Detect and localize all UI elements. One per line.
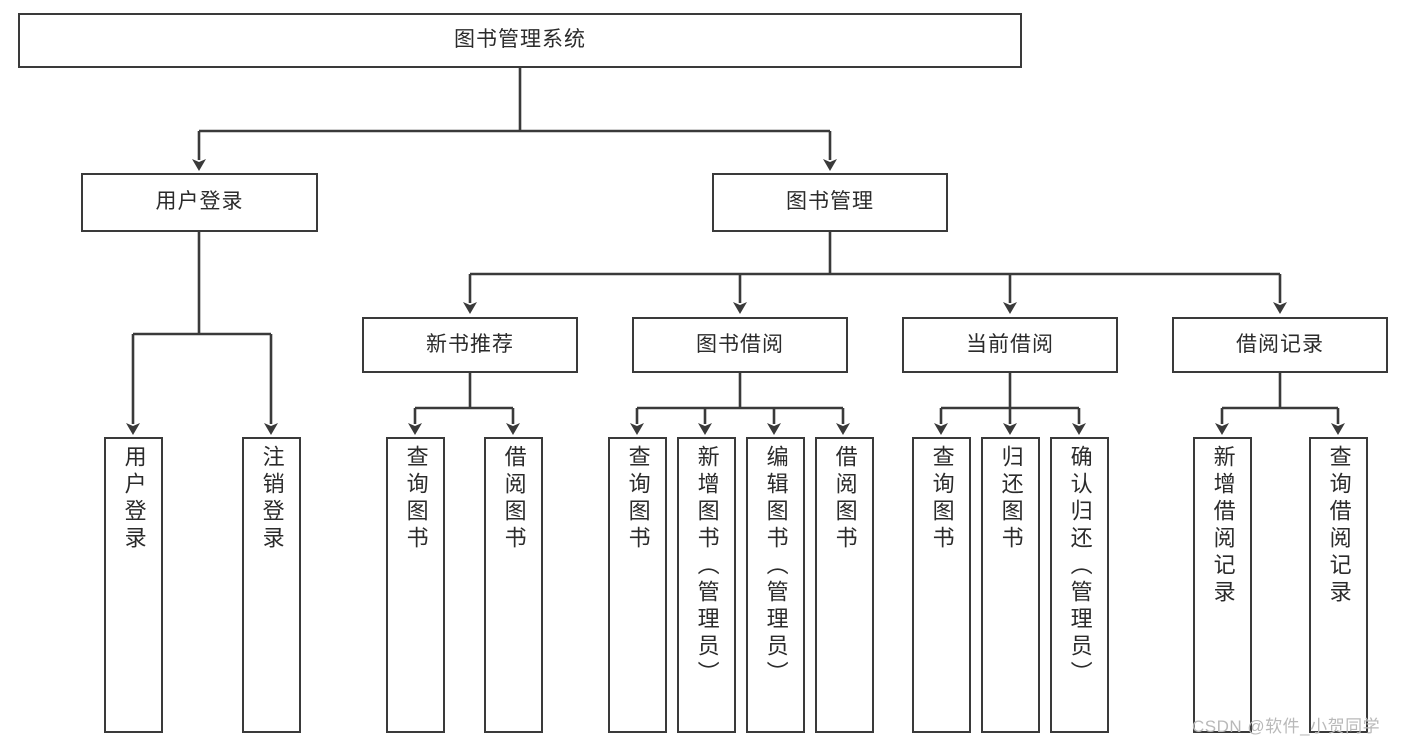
node-label: 查询借阅记录	[1326, 445, 1352, 607]
node-label: 新增图书（管理员）	[694, 445, 720, 688]
leaf-book-borrow-query-book[interactable]: 查询图书	[608, 437, 667, 733]
leaf-book-borrow-edit-book-admin[interactable]: 编辑图书（管理员）	[746, 437, 805, 733]
leaf-user-login-login[interactable]: 用户登录	[104, 437, 163, 733]
leaf-current-borrow-query-book[interactable]: 查询图书	[912, 437, 971, 733]
leaf-borrow-record-add-record[interactable]: 新增借阅记录	[1193, 437, 1252, 733]
leaf-book-borrow-add-book-admin[interactable]: 新增图书（管理员）	[677, 437, 736, 733]
node-label: 新书推荐	[426, 332, 514, 356]
leaf-new-book-borrow-book[interactable]: 借阅图书	[484, 437, 543, 733]
node-label: 注销登录	[259, 445, 285, 553]
node-label: 借阅图书	[832, 445, 858, 553]
node-label: 归还图书	[998, 445, 1024, 553]
leaf-current-borrow-return-book[interactable]: 归还图书	[981, 437, 1040, 733]
node-label: 查询图书	[625, 445, 651, 553]
csdn-watermark: CSDN @软件_小贺同学	[1192, 717, 1381, 736]
node-borrow-record[interactable]: 借阅记录	[1172, 317, 1388, 373]
node-label: 图书管理	[786, 190, 874, 214]
node-label: 查询图书	[929, 445, 955, 553]
node-label: 借阅记录	[1236, 332, 1324, 356]
leaf-new-book-query-book[interactable]: 查询图书	[386, 437, 445, 733]
node-root-book-management-system[interactable]: 图书管理系统	[18, 13, 1022, 68]
leaf-user-login-logout[interactable]: 注销登录	[242, 437, 301, 733]
node-new-book-recommend[interactable]: 新书推荐	[362, 317, 578, 373]
node-book-borrow[interactable]: 图书借阅	[632, 317, 848, 373]
node-label: 新增借阅记录	[1210, 445, 1236, 607]
node-label: 当前借阅	[966, 332, 1054, 356]
node-label: 用户登录	[121, 445, 147, 553]
node-current-borrow[interactable]: 当前借阅	[902, 317, 1118, 373]
leaf-book-borrow-borrow-book[interactable]: 借阅图书	[815, 437, 874, 733]
node-label: 查询图书	[403, 445, 429, 553]
node-label: 借阅图书	[501, 445, 527, 553]
leaf-borrow-record-query-record[interactable]: 查询借阅记录	[1309, 437, 1368, 733]
node-label: 图书管理系统	[454, 28, 586, 52]
node-label: 确认归还（管理员）	[1067, 445, 1093, 688]
node-book-management[interactable]: 图书管理	[712, 173, 948, 232]
node-user-login[interactable]: 用户登录	[81, 173, 318, 232]
node-label: 用户登录	[155, 190, 244, 214]
node-label: 编辑图书（管理员）	[763, 445, 789, 688]
leaf-current-borrow-confirm-return-admin[interactable]: 确认归还（管理员）	[1050, 437, 1109, 733]
node-label: 图书借阅	[696, 332, 784, 356]
